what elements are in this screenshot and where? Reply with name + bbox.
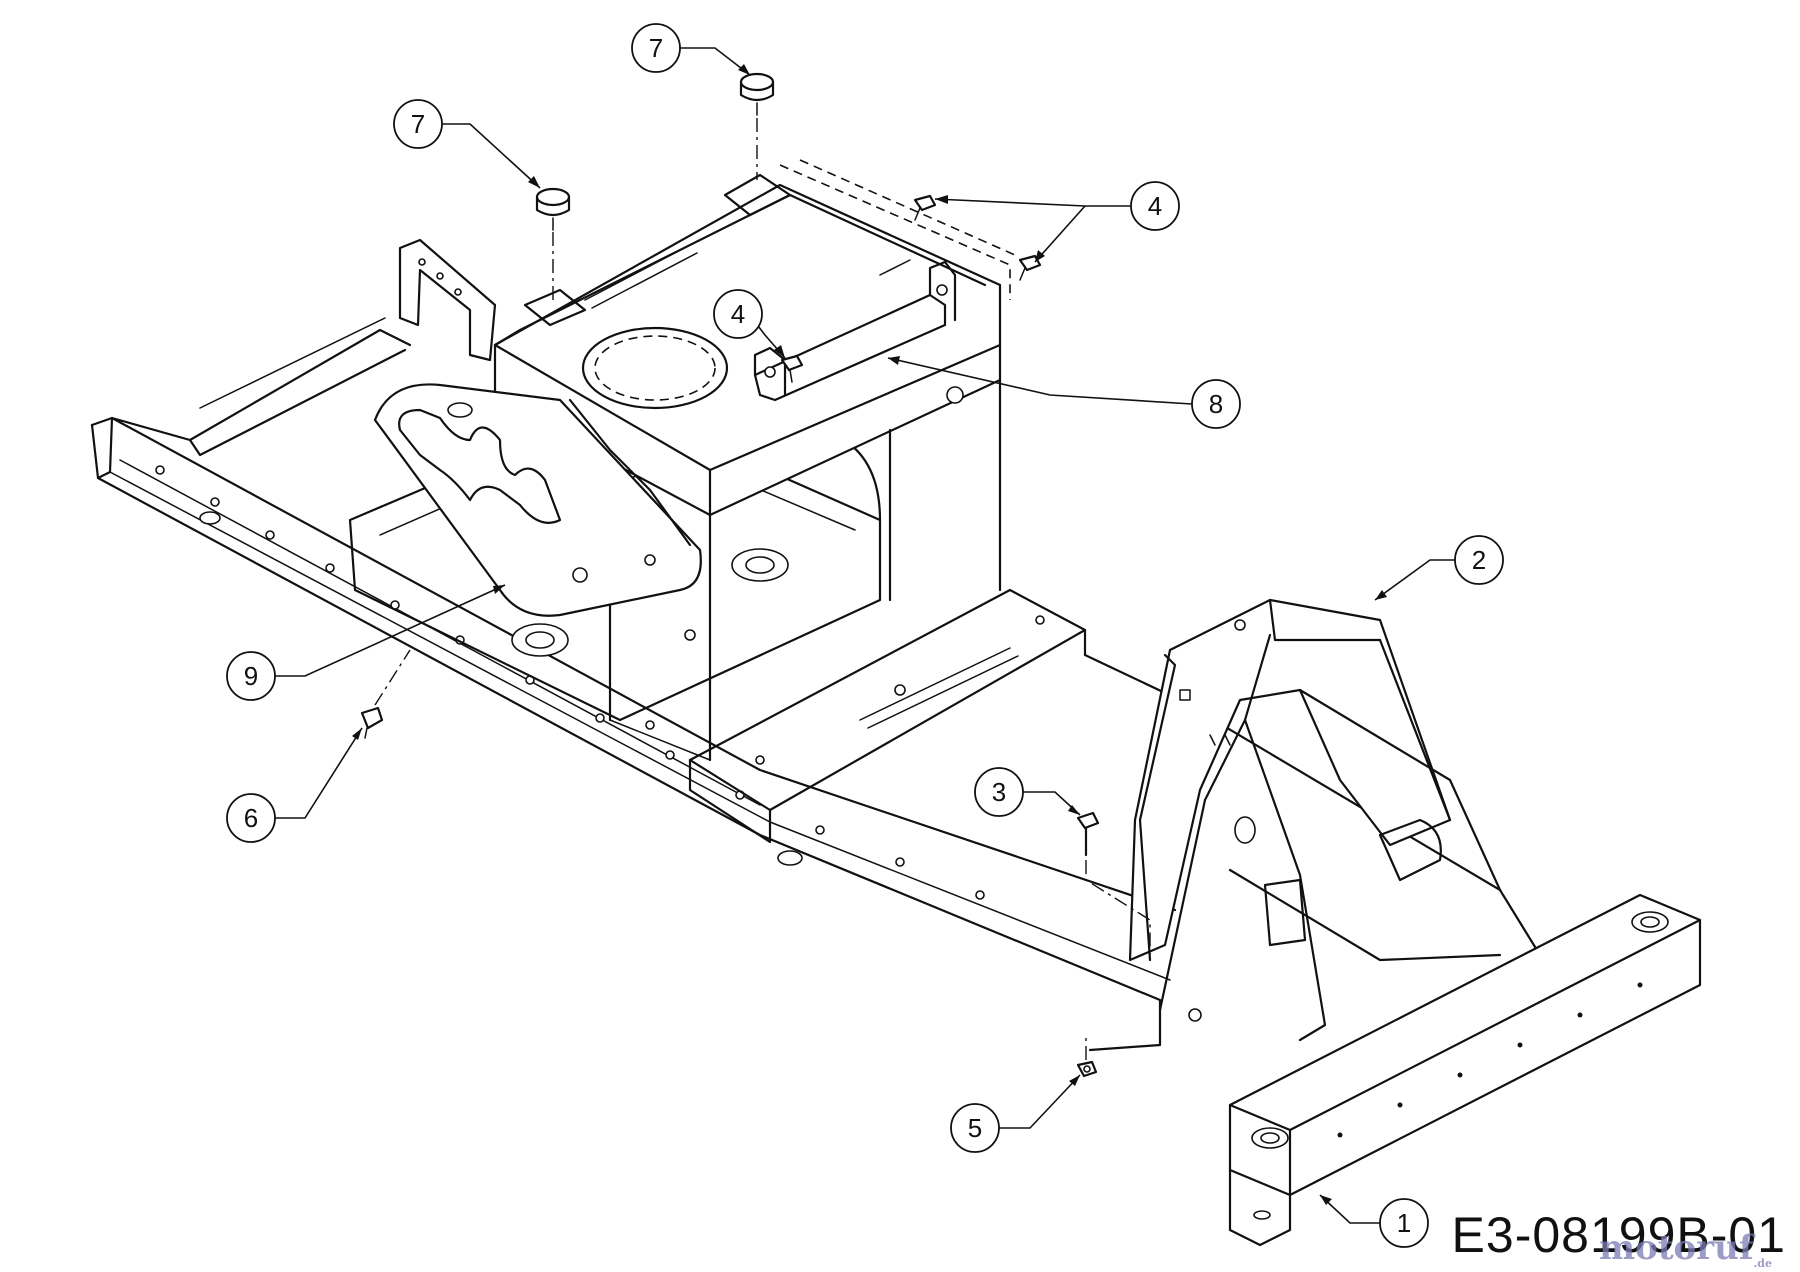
- callout-number: 5: [968, 1113, 982, 1143]
- callout-number: 3: [992, 777, 1006, 807]
- callout-number: 6: [244, 803, 258, 833]
- callout-number: 7: [649, 33, 663, 63]
- watermark-logo: motoruf.de: [1599, 1228, 1772, 1270]
- rubber-bumper-top: [739, 72, 775, 116]
- callout-5: 5: [950, 1074, 1081, 1153]
- callout-6: 6: [226, 727, 363, 843]
- callout-number: 4: [1148, 191, 1162, 221]
- callout-7-top: 7: [631, 23, 751, 76]
- rail-holes: [155, 465, 985, 900]
- clip: [360, 649, 411, 739]
- watermark-suffix: .de: [1753, 1257, 1772, 1270]
- screw-b: [1018, 254, 1042, 281]
- callout-2: 2: [1374, 535, 1504, 601]
- callout-number: 4: [731, 299, 745, 329]
- seat-bracket-part: [753, 260, 957, 402]
- bolt: [1076, 811, 1151, 960]
- front-bumper-bracket-part: [1128, 598, 1502, 1042]
- callout-1: 1: [1319, 1194, 1429, 1248]
- callout-7-left: 7: [393, 99, 541, 189]
- screw-a: [913, 194, 937, 221]
- callout-number: 2: [1472, 545, 1486, 575]
- front-axle-beam: [1228, 893, 1702, 1247]
- callout-3: 3: [974, 767, 1081, 817]
- drawing-code-label: E3-08199B-01: [1451, 1207, 1786, 1263]
- leader-arrowheads: [352, 64, 1387, 1205]
- screw-c: [780, 354, 804, 383]
- callout-number: 9: [244, 661, 258, 691]
- nut: [1076, 1035, 1098, 1078]
- callout-number: 7: [411, 109, 425, 139]
- watermark-text: motoruf: [1599, 1228, 1754, 1269]
- callout-9: 9: [226, 584, 506, 701]
- rubber-bumper-left: [535, 187, 571, 231]
- callout-4-center: 4: [713, 289, 786, 359]
- shift-gate-plate-part: [373, 383, 702, 617]
- callout-8: 8: [887, 357, 1241, 429]
- callout-4-right: 4: [934, 181, 1180, 263]
- callout-number: 8: [1209, 389, 1223, 419]
- callout-number: 1: [1397, 1208, 1411, 1238]
- fasteners: [360, 72, 1151, 1078]
